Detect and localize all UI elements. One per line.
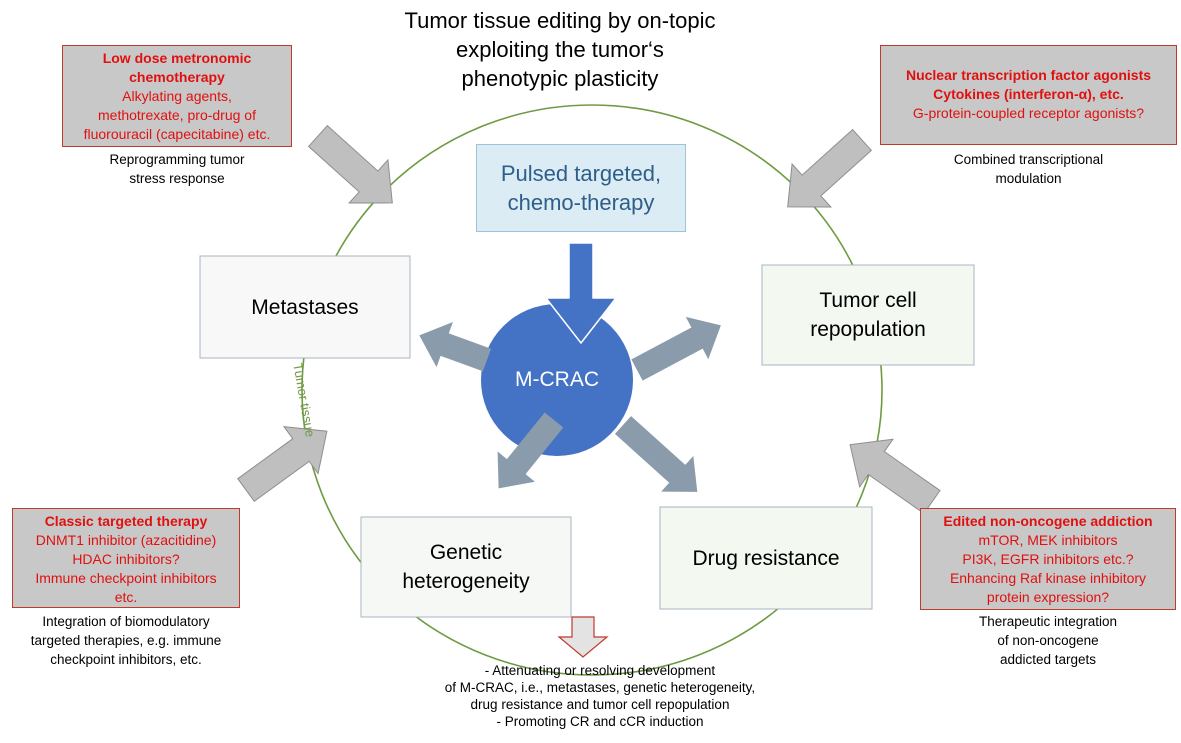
arrow-to-metastases — [419, 322, 492, 372]
caption-line: Integration of biomodulatory — [42, 614, 210, 629]
outcome-down-arrow — [557, 616, 609, 658]
outcome-text: - Attenuating or resolving development o… — [390, 662, 810, 730]
box-line: protein expression? — [986, 589, 1110, 605]
transcription-factor-caption: Combined transcriptional modulation — [880, 150, 1177, 188]
pulsed-down-arrow — [545, 242, 617, 344]
outcome-line: - Attenuating or resolving development — [484, 663, 716, 678]
box-heading: Cytokines (interferon-α), etc. — [933, 86, 1124, 102]
transcription-factor-box: Nuclear transcription factor agonists Cy… — [880, 45, 1177, 145]
outer-arrow-top-right — [787, 128, 873, 208]
metronomic-chemo-box: Low dose metronomic chemotherapy Alkylat… — [62, 45, 292, 147]
classic-targeted-box: Classic targeted therapy DNMT1 inhibitor… — [12, 508, 240, 608]
repopulation-label: Tumor cell repopulation — [762, 265, 974, 365]
metastases-box — [199, 255, 411, 359]
box-line: G-protein-coupled receptor agonists? — [912, 105, 1145, 121]
box-line: PI3K, EGFR inhibitors etc.? — [962, 551, 1134, 567]
outcome-line: drug resistance and tumor cell repopulat… — [470, 697, 730, 712]
box-line: Enhancing Raf kinase inhibitory — [949, 570, 1147, 586]
repopulation-text: repopulation — [810, 318, 926, 341]
heterogeneity-box — [360, 516, 572, 618]
arrow-to-heterogeneity — [497, 412, 564, 489]
box-heading: Nuclear transcription factor agonists — [905, 67, 1152, 83]
tumor-tissue-circle — [301, 104, 883, 676]
outer-arrow-bottom-left — [237, 425, 328, 503]
box-line: HDAC inhibitors? — [72, 551, 180, 567]
classic-targeted-caption: Integration of biomodulatory targeted th… — [6, 612, 246, 669]
repopulation-text: Tumor cell — [819, 289, 917, 312]
metastases-label: Metastases — [200, 256, 410, 358]
metronomic-chemo-caption: Reprogramming tumor stress response — [62, 150, 292, 188]
m-crac-label: M-CRAC — [515, 368, 599, 391]
caption-line: stress response — [129, 171, 225, 186]
m-crac-circle — [481, 304, 633, 456]
outer-arrow-bottom-right — [849, 438, 941, 515]
caption-line: of non-oncogene — [997, 633, 1099, 648]
box-line: mTOR, MEK inhibitors — [978, 532, 1118, 548]
box-heading: chemotherapy — [129, 69, 225, 85]
box-heading: Classic targeted therapy — [44, 513, 208, 529]
pulsed-line: chemo-therapy — [507, 190, 655, 215]
box-heading: Edited non-oncogene addiction — [943, 513, 1153, 529]
title-line: phenotypic plasticity — [461, 66, 659, 91]
caption-line: targeted therapies, e.g. immune — [30, 633, 222, 648]
metastases-text: Metastases — [251, 295, 359, 319]
box-heading: Low dose metronomic — [102, 50, 252, 66]
outer-arrow-top-left — [307, 124, 393, 204]
resistance-label: Drug resistance — [660, 507, 872, 609]
heterogeneity-text: Genetic — [429, 541, 503, 564]
caption-line: Combined transcriptional — [953, 152, 1104, 167]
box-line: Immune checkpoint inhibitors — [35, 570, 217, 586]
non-oncogene-caption: Therapeutic integration of non-oncogene … — [920, 612, 1176, 669]
resistance-text: Drug resistance — [692, 546, 840, 570]
heterogeneity-label: Genetic heterogeneity — [361, 517, 571, 617]
box-line: fluorouracil (capecitabine) etc. — [83, 126, 271, 142]
caption-line: Reprogramming tumor — [109, 152, 245, 167]
caption-line: Therapeutic integration — [978, 614, 1118, 629]
title-line: Tumor tissue editing by on-topic — [404, 8, 716, 33]
box-line: DNMT1 inhibitor (azacitidine) — [35, 532, 217, 548]
box-line: etc. — [114, 589, 138, 605]
arrow-to-repopulation — [631, 316, 721, 381]
caption-line: checkpoint inhibitors, etc. — [50, 652, 202, 667]
heterogeneity-text: heterogeneity — [402, 570, 530, 593]
resistance-box — [659, 506, 873, 610]
diagram-title: Tumor tissue editing by on-topic exploit… — [340, 6, 780, 93]
arrow-to-resistance — [614, 416, 698, 492]
outcome-line: - Promoting CR and cCR induction — [496, 714, 704, 729]
pulsed-line: Pulsed targeted, — [500, 161, 662, 186]
caption-line: modulation — [995, 171, 1062, 186]
box-line: Alkylating agents, — [122, 88, 232, 104]
repopulation-box — [761, 264, 975, 366]
non-oncogene-box: Edited non-oncogene addiction mTOR, MEK … — [920, 508, 1176, 610]
box-line: methotrexate, pro-drug of — [98, 107, 256, 123]
outcome-line: of M-CRAC, i.e., metastases, genetic het… — [444, 680, 756, 695]
pulsed-therapy-box: Pulsed targeted, chemo-therapy — [476, 144, 686, 232]
caption-line: addicted targets — [999, 652, 1097, 667]
title-line: exploiting the tumor‘s — [456, 37, 664, 62]
